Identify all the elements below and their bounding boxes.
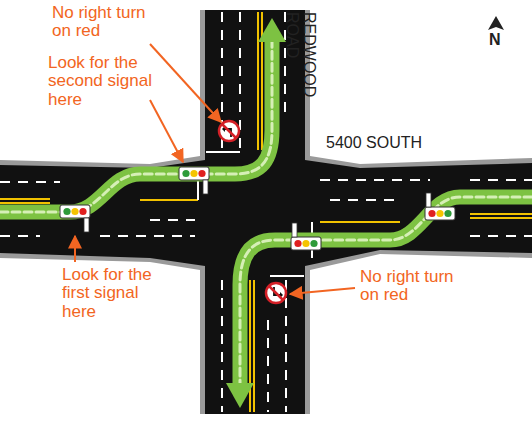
left-turn-path (0, 18, 532, 408)
callout-label: No right turn on red (360, 268, 460, 305)
label-text: Look for the second signal here (48, 54, 156, 109)
compass-label: N (489, 31, 509, 48)
label-text: No right turn on red (360, 268, 460, 305)
label-text: REDWOOD ROAD (283, 12, 318, 96)
label-text: N (489, 31, 509, 48)
road-surface (0, 10, 532, 414)
road-name: REDWOOD ROAD (283, 12, 318, 96)
no-turn-sign (219, 121, 286, 303)
traffic-signals (60, 167, 455, 250)
label-text: 5400 SOUTH (326, 134, 436, 151)
callout-label: Look for the first signal here (62, 266, 162, 321)
label-text: Look for the first signal here (62, 266, 162, 321)
callout-label: No right turn on red (52, 4, 152, 41)
road-name: 5400 SOUTH (326, 134, 436, 151)
lane-markings (0, 12, 532, 412)
callout-label: Look for the second signal here (48, 54, 156, 109)
label-text: No right turn on red (52, 4, 152, 41)
north-arrow (488, 16, 504, 30)
